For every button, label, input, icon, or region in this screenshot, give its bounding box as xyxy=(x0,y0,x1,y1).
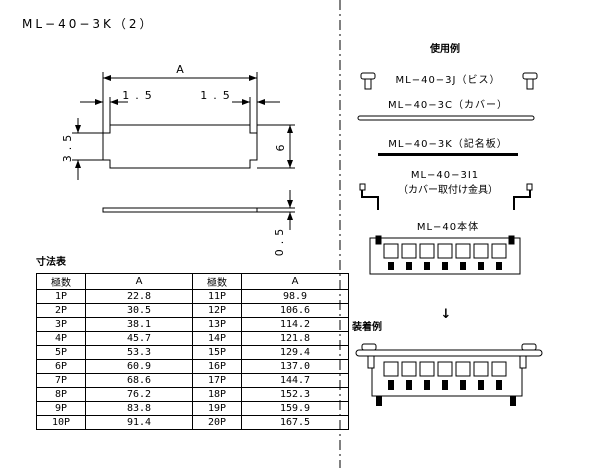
cell: 30.5 xyxy=(85,303,193,318)
cell: 15P xyxy=(192,345,242,360)
header-poles-1: 極数 xyxy=(36,273,86,290)
cover-label: ML−40−3C（カバー） xyxy=(388,99,508,111)
cell: 137.0 xyxy=(241,359,349,374)
dim-1-5-right-label: 1.5 xyxy=(200,89,236,102)
usage-title: 使用例 xyxy=(429,42,460,55)
cell: 19P xyxy=(192,401,242,416)
cell: 152.3 xyxy=(241,387,349,402)
header-a-1: A xyxy=(85,273,193,290)
cell: 7P xyxy=(36,373,86,388)
cell: 91.4 xyxy=(85,415,193,430)
cell: 14P xyxy=(192,331,242,346)
cell: 60.9 xyxy=(85,359,193,374)
bracket-label-1: ML−40−3I1 xyxy=(411,170,479,181)
cell: 76.2 xyxy=(85,387,193,402)
cell: 13P xyxy=(192,317,242,332)
table-caption: 寸法表 xyxy=(36,257,66,268)
dim-6-label: 6 xyxy=(274,145,287,152)
terminal-screws xyxy=(383,243,507,259)
cell: 16P xyxy=(192,359,242,374)
dim-1-5-left-label: 1.5 xyxy=(122,89,158,102)
mounted-title: 装着例 xyxy=(351,320,382,333)
cell: 17P xyxy=(192,373,242,388)
cell: 22.8 xyxy=(85,289,193,304)
cell: 38.1 xyxy=(85,317,193,332)
screw-label: ML−40−3J（ビス） xyxy=(396,74,501,86)
dim-0-5-label: 0.5 xyxy=(273,224,286,257)
cell: 53.3 xyxy=(85,345,193,360)
dim-a-label: A xyxy=(176,63,184,76)
cell: 6P xyxy=(36,359,86,374)
cell: 121.8 xyxy=(241,331,349,346)
cell: 20P xyxy=(192,415,242,430)
page-title: ML−40−3K（2） xyxy=(22,17,155,31)
body-label: ML−40本体 xyxy=(417,220,479,233)
cell: 83.8 xyxy=(85,401,193,416)
down-arrow-icon: ↓ xyxy=(441,307,452,322)
header-poles-2: 極数 xyxy=(192,273,242,290)
cover-icon xyxy=(357,115,535,121)
name-plate-icon xyxy=(378,153,518,156)
bracket-icon xyxy=(359,183,533,210)
plate-side-view xyxy=(102,190,295,230)
cell: 114.2 xyxy=(241,317,349,332)
cell: 5P xyxy=(36,345,86,360)
cell: 11P xyxy=(192,289,242,304)
cell: 4P xyxy=(36,331,86,346)
cell: 45.7 xyxy=(85,331,193,346)
cell: 144.7 xyxy=(241,373,349,388)
cell: 106.6 xyxy=(241,303,349,318)
cell: 9P xyxy=(36,401,86,416)
cell: 98.9 xyxy=(241,289,349,304)
cell: 2P xyxy=(36,303,86,318)
plate-label: ML−40−3K（記名板） xyxy=(388,137,508,150)
cell: 10P xyxy=(36,415,86,430)
cell: 129.4 xyxy=(241,345,349,360)
table-header-row: 極数 A 極数 A xyxy=(36,273,349,290)
cell: 8P xyxy=(36,387,86,402)
screw-icon xyxy=(360,72,538,90)
cell: 18P xyxy=(192,387,242,402)
dim-3-5-label: 3.5 xyxy=(61,130,74,163)
cell: 3P xyxy=(36,317,86,332)
cell: 1P xyxy=(36,289,86,304)
cell: 167.5 xyxy=(241,415,349,430)
plate-top-view xyxy=(72,72,295,180)
cell: 12P xyxy=(192,303,242,318)
cell: 68.6 xyxy=(85,373,193,388)
header-a-2: A xyxy=(241,273,349,290)
bracket-label-2: （カバー取付け金具） xyxy=(398,183,498,196)
dimension-arrows xyxy=(75,75,293,168)
cell: 159.9 xyxy=(241,401,349,416)
